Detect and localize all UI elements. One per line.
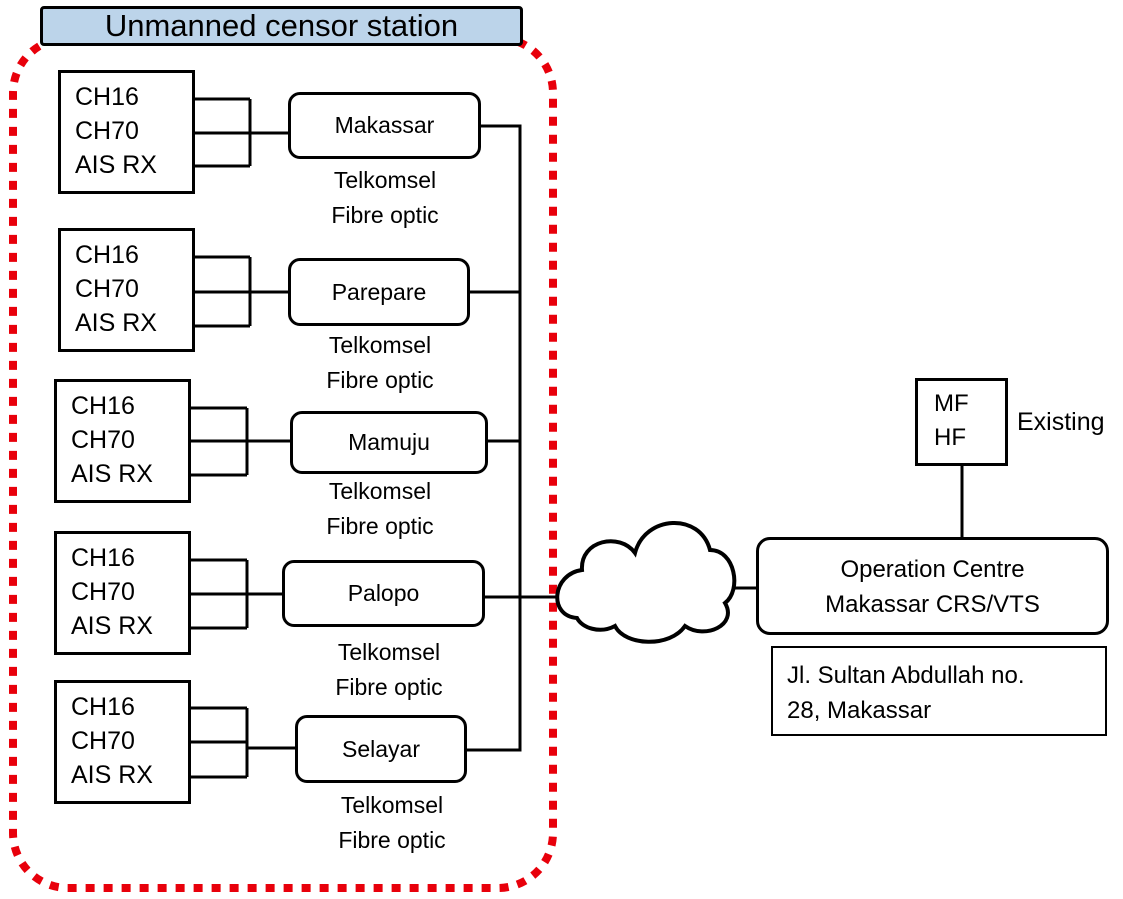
site-node-makassar: Makassar (288, 92, 481, 159)
channel-box: CH16 CH70 AIS RX (54, 531, 191, 655)
channel-box: CH16 CH70 AIS RX (54, 680, 191, 804)
channel-label: CH16 (71, 544, 135, 572)
unmanned-station-boundary (9, 34, 557, 892)
channel-label: CH16 (71, 693, 135, 721)
channel-label: CH70 (71, 426, 135, 454)
channel-box: CH16 CH70 AIS RX (54, 379, 191, 503)
existing-label: Existing (1017, 408, 1105, 436)
site-node-parepare: Parepare (288, 258, 470, 326)
channel-box: CH16 CH70 AIS RX (58, 228, 195, 352)
channel-label: CH16 (75, 83, 139, 111)
site-node-selayar: Selayar (295, 715, 467, 783)
channel-box: CH16 CH70 AIS RX (58, 70, 195, 194)
channel-label: CH70 (71, 727, 135, 755)
channel-label: AIS RX (71, 460, 153, 488)
channel-label: CH16 (71, 392, 135, 420)
site-node-mamuju: Mamuju (290, 411, 488, 474)
station-group-title: Unmanned censor station (40, 6, 523, 46)
channel-label: CH70 (75, 275, 139, 303)
channel-connectors (189, 97, 297, 779)
channel-label: CH70 (71, 578, 135, 606)
site-node-palopo: Palopo (282, 560, 485, 627)
channel-label: AIS RX (75, 309, 157, 337)
channel-label: AIS RX (71, 761, 153, 789)
address-box: Jl. Sultan Abdullah no.28, Makassar (771, 646, 1107, 736)
channel-label: CH70 (75, 117, 139, 145)
channel-label: AIS RX (71, 612, 153, 640)
channel-label: AIS RX (75, 151, 157, 179)
cloud-icon (555, 521, 737, 644)
channel-label: CH16 (75, 241, 139, 269)
